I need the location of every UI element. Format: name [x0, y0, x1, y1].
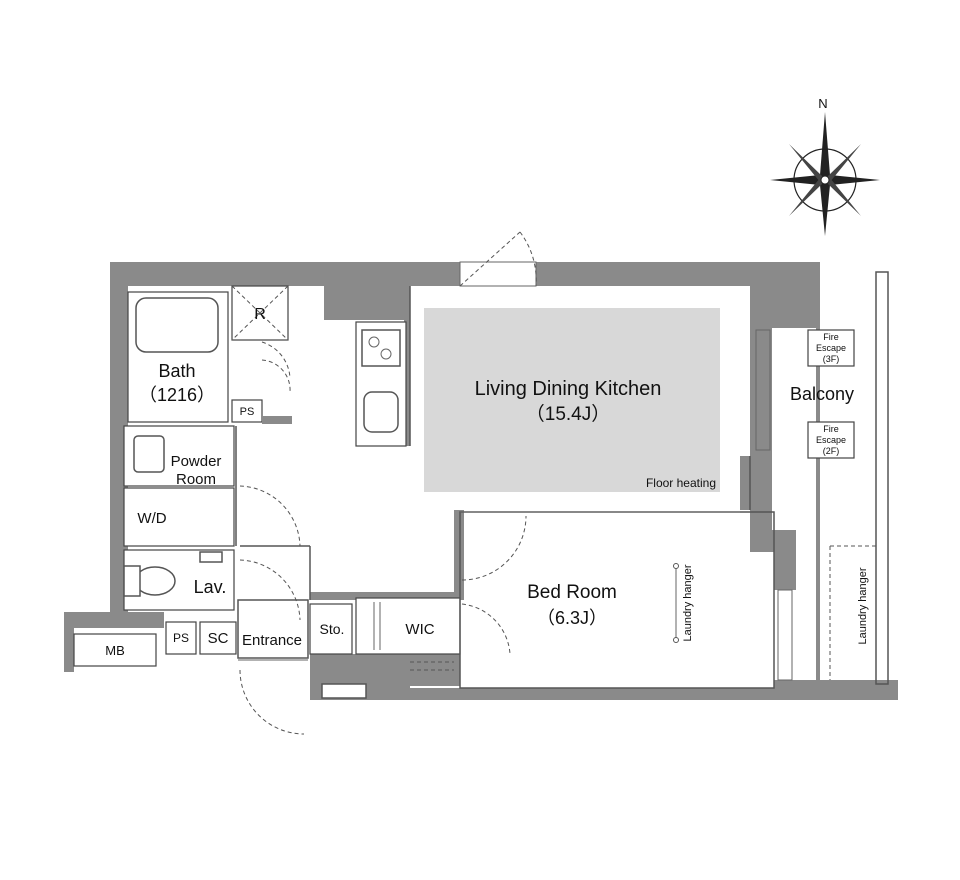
door-swings	[239, 231, 537, 735]
ps-upper-label: PS	[240, 406, 255, 418]
balcony-label: Balcony	[790, 384, 854, 404]
wic-label: WIC	[405, 621, 434, 638]
lav-label: Lav.	[194, 577, 227, 597]
fire-escape-3f: Fire Escape (3F)	[816, 332, 846, 364]
ldk-size: （15.4J）	[526, 403, 610, 425]
fire-escape-3f-hatch	[807, 329, 855, 367]
refrigerator-label: R	[254, 306, 266, 323]
laundry-hanger-balcony-label: Laundry hanger	[857, 567, 869, 644]
sc-label: SC	[208, 630, 229, 647]
ldk-name: Living Dining Kitchen	[475, 378, 662, 400]
outer-walls	[64, 262, 898, 700]
svg-text:Escape: Escape	[816, 343, 846, 353]
wd-label: W/D	[137, 510, 166, 527]
fire-escape-2f: Fire Escape (2F)	[816, 424, 846, 456]
svg-text:Escape: Escape	[816, 435, 846, 445]
fire-escape-2f-hatch	[807, 421, 855, 459]
bath-name: Bath	[158, 361, 195, 381]
entrance-label: Entrance	[242, 632, 302, 649]
laundry-hanger-bedroom	[673, 563, 679, 643]
bedroom-size: （6.3J）	[537, 608, 607, 628]
storage-label: Sto.	[320, 621, 345, 637]
svg-text:Fire: Fire	[823, 424, 839, 434]
ps-lower-label: PS	[173, 631, 189, 645]
mb-label: MB	[105, 643, 125, 658]
bath-size: （1216）	[139, 385, 215, 405]
powder-room-line2: Room	[176, 471, 216, 488]
svg-text:Fire: Fire	[823, 332, 839, 342]
powder-room-line1: Powder	[171, 453, 222, 470]
svg-text:(3F): (3F)	[823, 354, 840, 364]
compass-rose-icon: N	[770, 96, 880, 236]
laundry-hanger-bedroom-label: Laundry hanger	[682, 564, 694, 641]
bedroom-name: Bed Room	[527, 582, 617, 603]
floor-heating-label: Floor heating	[646, 476, 716, 490]
compass-north-label: N	[818, 96, 827, 111]
floor-heating-area	[424, 308, 720, 492]
svg-text:(2F): (2F)	[823, 446, 840, 456]
